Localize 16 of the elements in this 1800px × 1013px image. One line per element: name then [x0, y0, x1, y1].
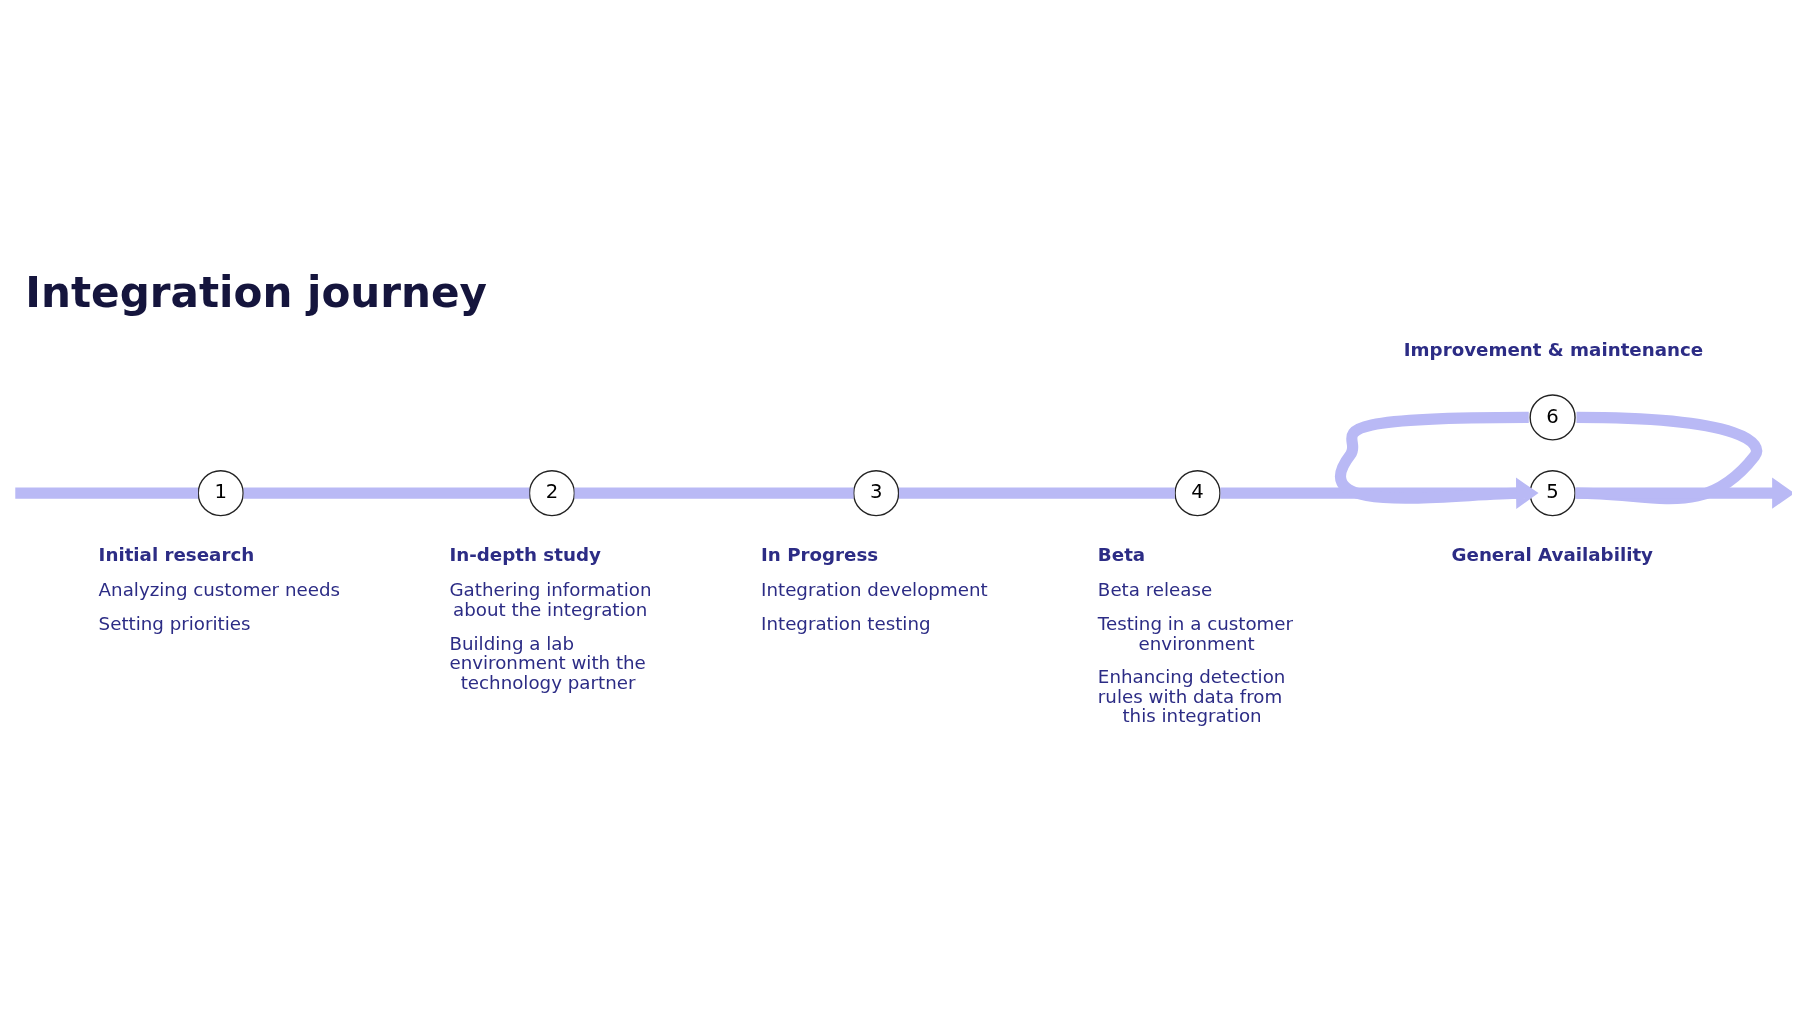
node-label: Setting priorities: [98, 612, 251, 634]
node-label: Initial research: [98, 544, 255, 566]
node-label: Enhancing detection rules with data from this integration: [1097, 666, 1286, 727]
node-label: Analyzing customer needs: [98, 579, 340, 601]
node-label: In Progress: [761, 544, 879, 566]
node-label: Beta: [1097, 544, 1146, 566]
node-label: Gathering information about the integration: [449, 579, 652, 620]
node-label: Beta release: [1097, 579, 1213, 601]
node-label: Integration development: [761, 579, 988, 601]
node-label: Building a lab environment with the technology partner: [449, 632, 646, 693]
node-label: General Availability: [1451, 544, 1654, 566]
diagram-title: Integration journey: [25, 267, 488, 317]
node-label: Testing in a customer environment: [1097, 612, 1294, 654]
node-label: Integration testing: [761, 612, 931, 634]
node-label: Improvement & maintenance: [1403, 339, 1704, 361]
node-label: In-depth study: [449, 544, 601, 566]
